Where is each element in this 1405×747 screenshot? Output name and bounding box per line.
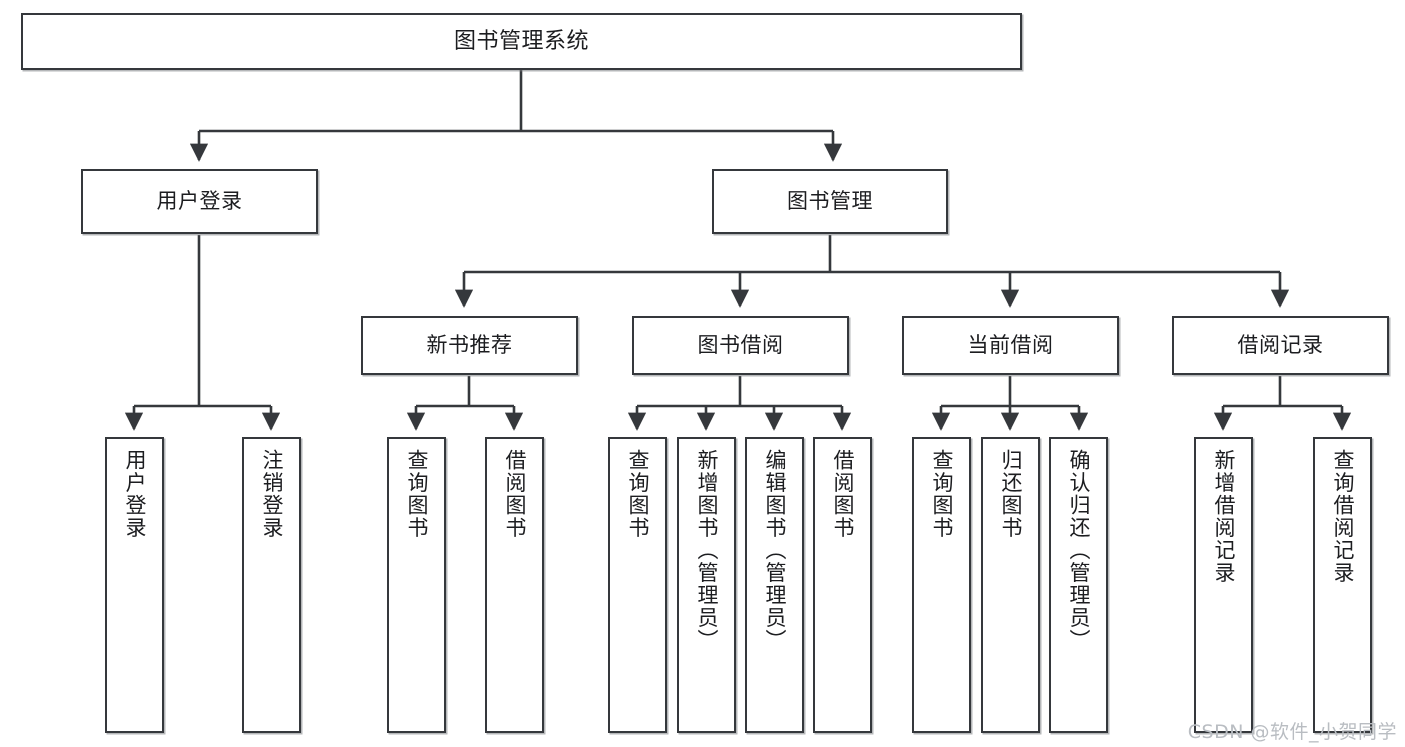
node-label: 注销登录	[259, 449, 284, 539]
node-label: 借阅图书	[502, 449, 527, 539]
leaf-current-borrow-return-book[interactable]: 归还图书	[981, 437, 1040, 733]
leaf-user-login-logout[interactable]: 注销登录	[242, 437, 301, 733]
node-label: 查询图书	[929, 449, 954, 539]
node-label: 图书管理系统	[453, 28, 589, 54]
leaf-user-login-login[interactable]: 用户登录	[105, 437, 164, 733]
node-label: 用户登录	[156, 189, 243, 214]
leaf-borrow-record-add-record[interactable]: 新增借阅记录	[1194, 437, 1253, 733]
node-label: 新增图书（管理员）	[694, 449, 719, 652]
node-new-book-recommend[interactable]: 新书推荐	[361, 316, 578, 375]
node-book-management[interactable]: 图书管理	[712, 169, 948, 234]
node-label: 查询图书	[404, 449, 429, 539]
node-label: 新书推荐	[426, 333, 513, 358]
node-label: 新增借阅记录	[1211, 449, 1236, 584]
node-root-book-management-system[interactable]: 图书管理系统	[21, 13, 1022, 70]
node-label: 编辑图书（管理员）	[762, 449, 787, 652]
node-book-borrow[interactable]: 图书借阅	[632, 316, 849, 375]
leaf-new-book-query-book[interactable]: 查询图书	[387, 437, 446, 733]
csdn-watermark: CSDN @软件_小贺同学	[1187, 721, 1397, 743]
leaf-book-borrow-edit-book-admin[interactable]: 编辑图书（管理员）	[745, 437, 804, 733]
node-borrow-record[interactable]: 借阅记录	[1172, 316, 1389, 375]
node-label: 借阅记录	[1237, 333, 1324, 358]
leaf-current-borrow-confirm-return-admin[interactable]: 确认归还（管理员）	[1049, 437, 1108, 733]
leaf-book-borrow-query-book[interactable]: 查询图书	[608, 437, 667, 733]
node-label: 确认归还（管理员）	[1066, 449, 1091, 652]
node-label: 查询图书	[625, 449, 650, 539]
node-label: 用户登录	[122, 449, 147, 539]
leaf-new-book-borrow-book[interactable]: 借阅图书	[485, 437, 544, 733]
node-current-borrow[interactable]: 当前借阅	[902, 316, 1119, 375]
node-label: 图书管理	[787, 189, 873, 214]
node-label: 借阅图书	[830, 449, 855, 539]
leaf-current-borrow-query-book[interactable]: 查询图书	[912, 437, 971, 733]
node-label: 当前借阅	[967, 333, 1054, 358]
node-label: 归还图书	[998, 449, 1023, 539]
node-label: 图书借阅	[697, 333, 784, 358]
leaf-book-borrow-add-book-admin[interactable]: 新增图书（管理员）	[677, 437, 736, 733]
leaf-book-borrow-borrow-book[interactable]: 借阅图书	[813, 437, 872, 733]
node-user-login[interactable]: 用户登录	[81, 169, 318, 234]
node-label: 查询借阅记录	[1330, 449, 1355, 584]
leaf-borrow-record-query-record[interactable]: 查询借阅记录	[1313, 437, 1372, 733]
